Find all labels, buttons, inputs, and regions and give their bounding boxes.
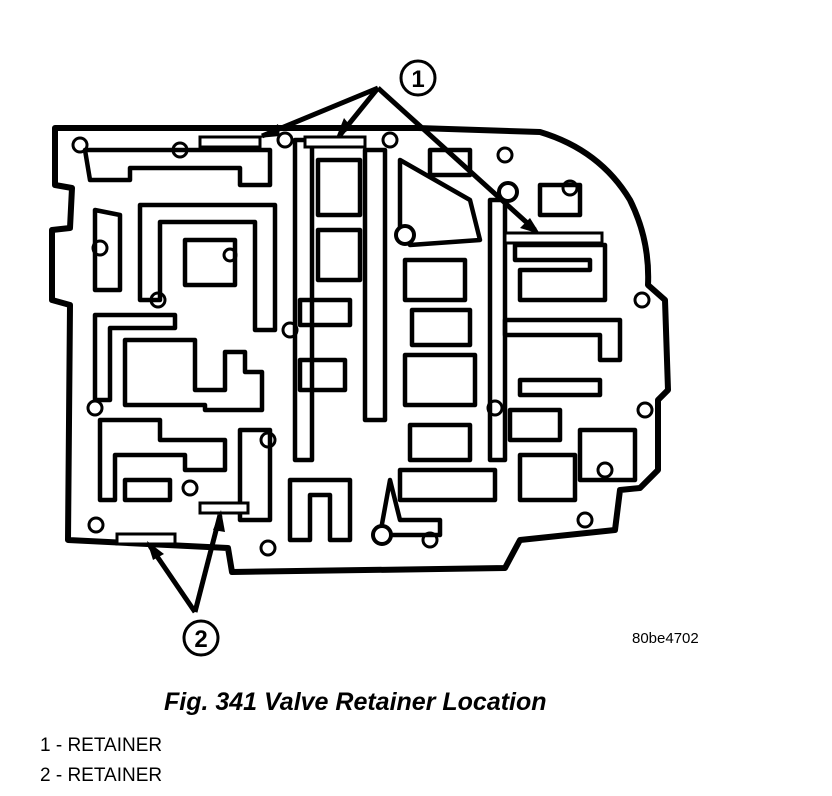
retainer-group-1 <box>198 135 604 245</box>
callout-1-arrowheads <box>258 118 540 234</box>
retainer-top-center <box>303 135 367 149</box>
callout-1-label: 1 <box>411 66 424 93</box>
valve-body-diagram: 1 2 <box>49 59 671 657</box>
callout-2-label: 2 <box>194 626 207 653</box>
figure-code: 80be4702 <box>632 630 699 647</box>
retainer-group-2 <box>115 501 250 546</box>
figure-caption: Fig. 341 Valve Retainer Location <box>164 688 547 716</box>
legend-item-2: 2 - RETAINER <box>40 765 163 786</box>
retainer-bottom-left <box>115 532 177 546</box>
dowel-pins <box>371 181 519 546</box>
legend-item-1: 1 - RETAINER <box>40 735 163 756</box>
callout-2-circle <box>182 619 220 657</box>
valve-body-channels <box>82 137 638 543</box>
retainer-bottom-center <box>198 501 250 515</box>
retainer-right <box>503 231 604 245</box>
callout-2-leaders <box>147 514 223 614</box>
bolt-holes <box>71 131 654 557</box>
retainer-top-left <box>198 135 262 149</box>
callout-1-circle <box>399 59 437 97</box>
callout-2-arrowheads <box>147 510 225 560</box>
